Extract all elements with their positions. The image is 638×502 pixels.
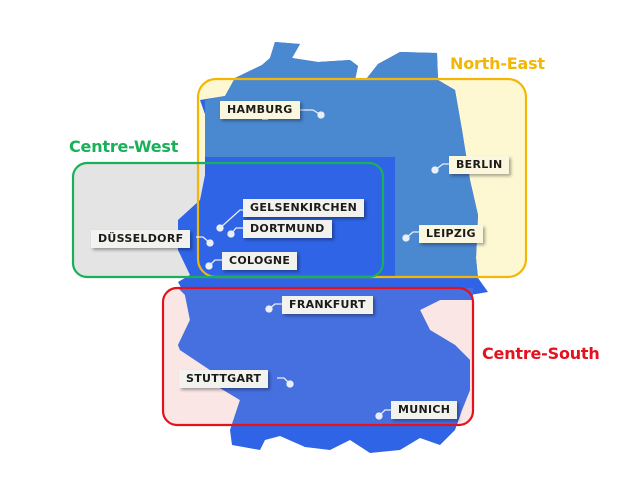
city-label-gelsenkirchen: GELSENKIRCHEN bbox=[243, 199, 365, 217]
city-label-frankfurt: FRANKFURT bbox=[282, 296, 373, 314]
north-east-title: North-East bbox=[450, 54, 545, 73]
city-markers bbox=[196, 109, 450, 420]
city-label-cologne: COLOGNE bbox=[222, 252, 298, 270]
centre-west-title: Centre-West bbox=[69, 137, 179, 156]
city-label-berlin: BERLIN bbox=[449, 156, 510, 174]
city-label-dortmund: DORTMUND bbox=[243, 220, 332, 238]
city-label-dusseldorf: DÜSSELDORF bbox=[91, 230, 191, 248]
centre-south-region-border bbox=[161, 286, 475, 427]
city-label-hamburg: HAMBURG bbox=[220, 101, 300, 119]
centre-west-region-border bbox=[71, 161, 385, 279]
centre-south-land-tint bbox=[178, 288, 473, 425]
city-label-stuttgart: STUTTGART bbox=[179, 370, 269, 388]
city-label-munich: MUNICH bbox=[391, 401, 458, 419]
city-label-leipzig: LEIPZIG bbox=[419, 225, 483, 243]
centre-south-title: Centre-South bbox=[482, 344, 600, 363]
